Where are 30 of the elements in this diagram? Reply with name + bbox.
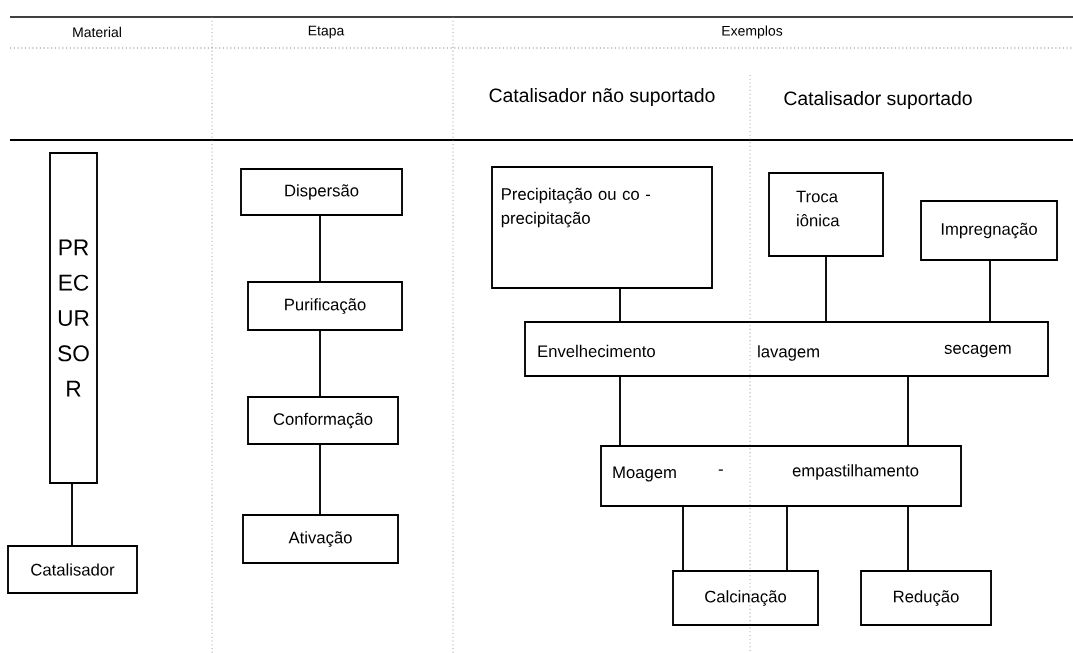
process-box: Ativação xyxy=(242,514,399,564)
process-box: PRECURSOR xyxy=(49,152,98,484)
process-box: Catalisador xyxy=(7,545,138,594)
connector-line xyxy=(619,288,621,322)
process-box: Troca iônica xyxy=(768,172,884,257)
process-box: Dispersão xyxy=(240,168,403,216)
connector-line xyxy=(907,506,909,571)
connector-line xyxy=(71,483,73,546)
process-box: Impregnação xyxy=(920,200,1058,261)
subheader: Catalisador não suportado xyxy=(489,88,715,106)
connector-line xyxy=(682,506,684,571)
connector-line xyxy=(319,215,321,282)
subheader: Catalisador suportado xyxy=(784,91,972,109)
process-box: Precipitação ou co - precipitação xyxy=(491,166,713,289)
process-box: Purificação xyxy=(247,281,403,331)
column-header: Exemplos xyxy=(722,25,783,39)
process-box: Conformação xyxy=(247,396,399,445)
process-box: Envelhecimento lavagem secagem xyxy=(524,321,1049,377)
connector-line xyxy=(989,260,991,322)
connector-line xyxy=(907,376,909,446)
connector-line xyxy=(619,376,621,446)
process-box: Redução xyxy=(860,570,992,626)
connector-line xyxy=(786,506,788,571)
process-box: Calcinação xyxy=(672,570,819,626)
connector-line xyxy=(825,256,827,322)
connector-line xyxy=(319,444,321,515)
column-header: Material xyxy=(73,26,121,38)
process-box: Moagem - empastilhamento xyxy=(600,445,962,507)
column-header: Etapa xyxy=(308,25,345,39)
connector-line xyxy=(319,330,321,397)
